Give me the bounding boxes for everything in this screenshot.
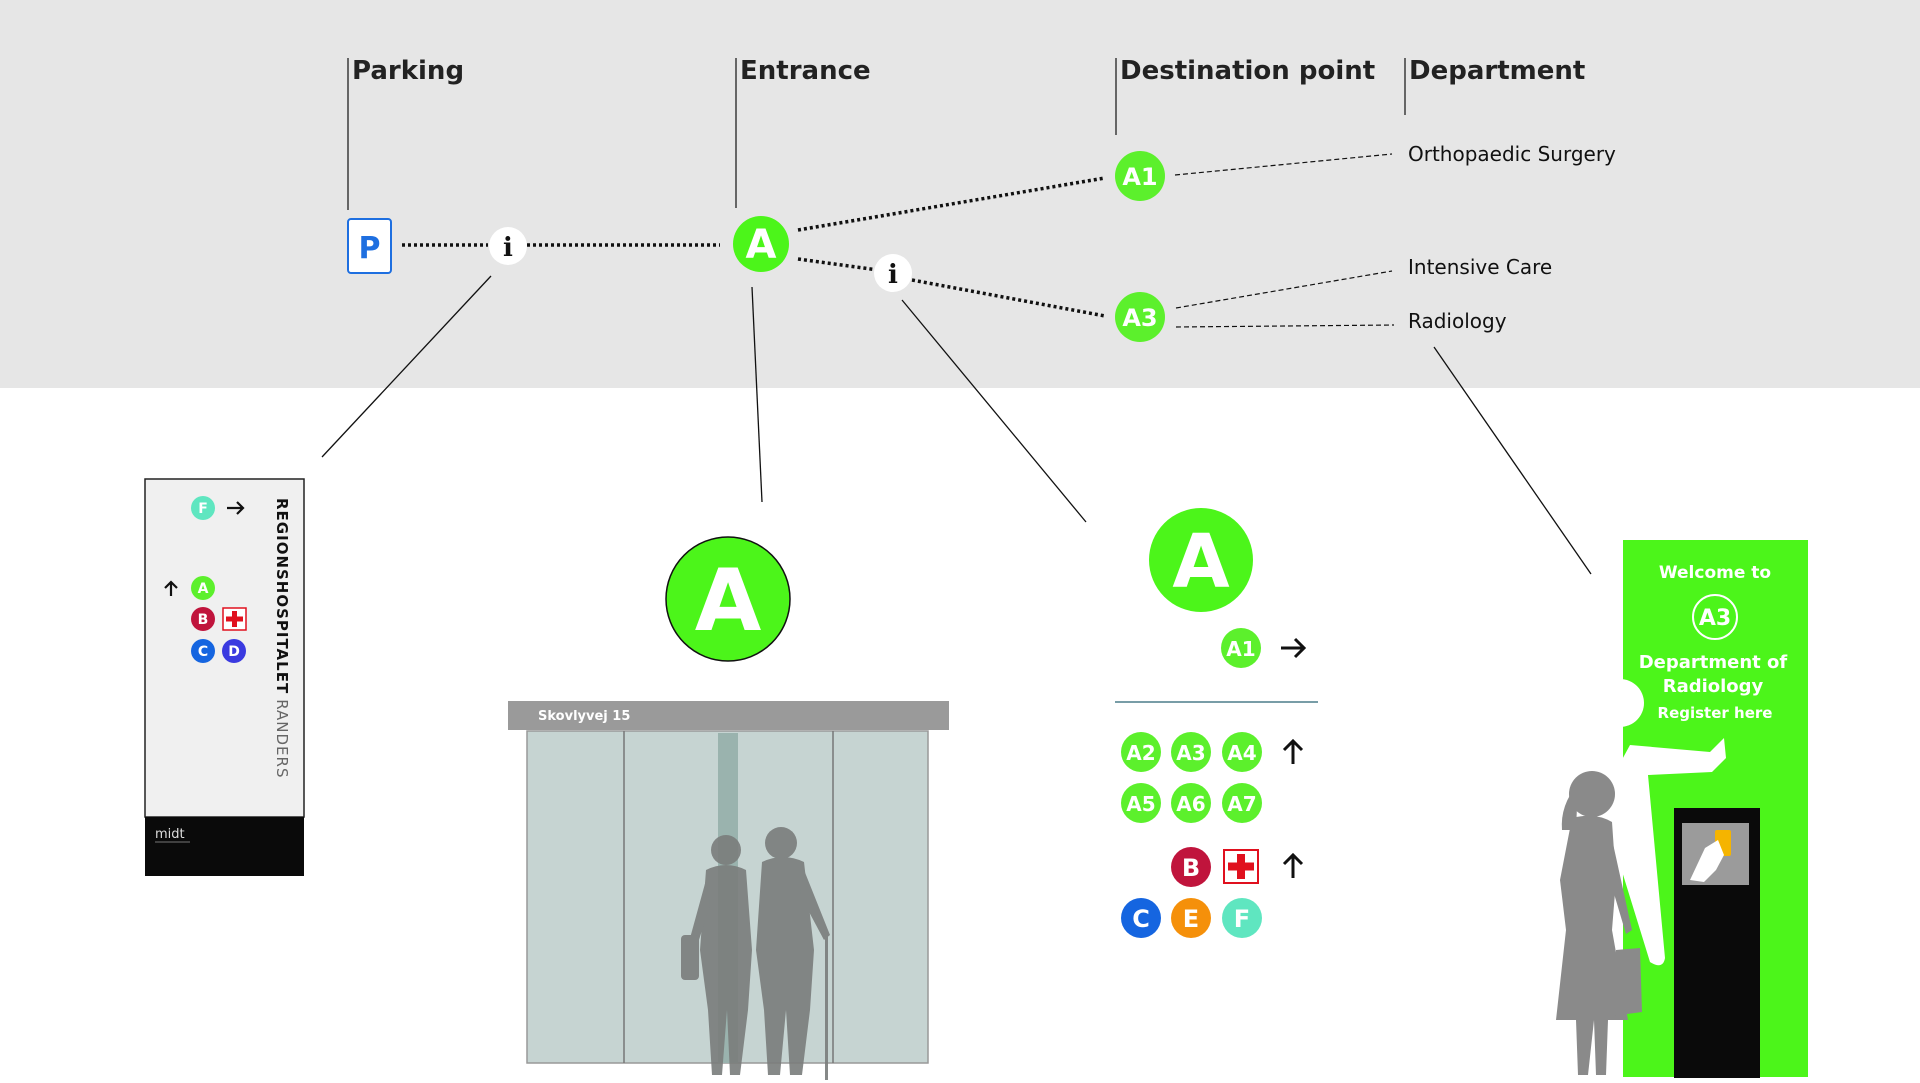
parking-icon: P	[359, 231, 381, 266]
department-links	[1174, 153, 1395, 328]
info-icon: i	[888, 260, 898, 290]
pylon-title: REGIONSHOSPITALETRANDERS	[273, 498, 291, 778]
overview-band	[0, 0, 1920, 388]
dir-a1: A1	[1226, 637, 1255, 661]
dir-a2: A2	[1126, 741, 1155, 765]
a3-label: A3	[1122, 304, 1157, 332]
arrow-up-icon	[1282, 852, 1304, 878]
parking-node: P	[347, 218, 392, 274]
dir-a7: A7	[1227, 792, 1256, 816]
arrow-up-icon	[1282, 738, 1304, 764]
check-in-kiosk: Welcome to A3 Department of Radiology Re…	[1556, 540, 1808, 1078]
header-entrance: Entrance	[735, 56, 871, 208]
arrow-right-icon	[1281, 637, 1307, 659]
pylon-f: F	[198, 501, 208, 517]
dept-radiology: Radiology	[1408, 309, 1507, 333]
info-node-2: i	[874, 254, 912, 292]
hand-card-icon	[1690, 840, 1724, 882]
hospital-cross-icon	[222, 607, 247, 631]
dir-a3: A3	[1176, 741, 1205, 765]
entrance-example: A Skovlyvej 15	[508, 536, 949, 1080]
pylon-sign: midt REGIONSHOSPITALETRANDERS F A B C D	[144, 478, 305, 876]
directory-sign: A A1 A2 A3 A4 A5 A6 A7 B C E F	[1115, 508, 1318, 938]
dir-a4: A4	[1227, 741, 1256, 765]
arrow-right-icon	[227, 501, 245, 515]
a1-label: A1	[1122, 163, 1157, 191]
entrance-label: Entrance	[740, 56, 871, 86]
destination-label: Destination point	[1120, 56, 1375, 86]
pylon-b: B	[198, 612, 209, 628]
parking-label: Parking	[352, 56, 464, 86]
pylon-c: C	[198, 644, 208, 660]
hospital-cross-icon	[1223, 849, 1259, 884]
directory-big-letter: A	[1172, 519, 1229, 605]
address-sign: Skovlyvej 15	[538, 709, 630, 724]
kiosk-dept-2: Radiology	[1663, 676, 1764, 697]
route-lines	[402, 176, 1106, 318]
visitors-silhouette	[681, 827, 830, 1080]
dir-e: E	[1183, 905, 1199, 933]
header-department: Department	[1404, 56, 1585, 115]
leader-lines	[321, 275, 1592, 575]
kiosk-welcome: Welcome to	[1659, 563, 1771, 583]
person-pictogram	[1596, 679, 1726, 966]
entrance-node: A	[733, 216, 789, 272]
department-label: Department	[1409, 56, 1585, 86]
header-destination: Destination point	[1115, 56, 1375, 135]
entrance-big-letter: A	[695, 551, 762, 651]
entrance-node-label: A	[746, 222, 777, 268]
destination-a3-node: A3	[1115, 292, 1165, 342]
info-node-1: i	[489, 227, 527, 265]
header-parking: Parking	[347, 56, 464, 210]
dept-orthopaedic: Orthopaedic Surgery	[1408, 142, 1616, 166]
pylon-d: D	[228, 644, 240, 660]
kiosk-register: Register here	[1658, 704, 1773, 722]
dir-b: B	[1182, 854, 1200, 882]
dir-c: C	[1132, 905, 1150, 933]
destination-a1-node: A1	[1115, 151, 1165, 201]
dir-a6: A6	[1176, 792, 1205, 816]
arrow-up-icon	[164, 580, 178, 596]
dept-intensive: Intensive Care	[1408, 255, 1552, 279]
info-icon: i	[503, 233, 513, 263]
kiosk-dept-1: Department of	[1639, 652, 1788, 673]
pylon-a: A	[198, 581, 209, 597]
visitor-silhouette	[1556, 771, 1642, 1075]
dir-f: F	[1234, 905, 1250, 933]
midt-logo: midt	[155, 827, 185, 842]
kiosk-code: A3	[1699, 606, 1731, 631]
dir-a5: A5	[1126, 792, 1155, 816]
